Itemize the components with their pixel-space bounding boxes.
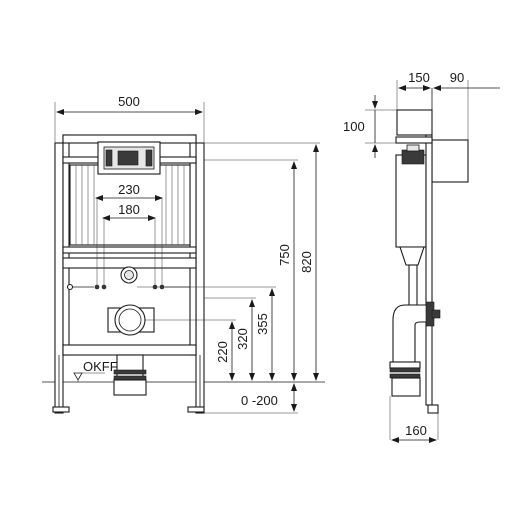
flush-left-clip	[105, 149, 113, 167]
side-view	[365, 80, 469, 440]
dim-adjust-label: 0 -200	[241, 393, 278, 408]
side-dimensions: 150 90 100 160	[343, 70, 500, 443]
side-cistern	[395, 154, 427, 248]
dim-90-label: 90	[450, 70, 464, 85]
side-flush-pipe	[408, 264, 418, 306]
drain-outlet	[114, 304, 146, 336]
flush-right-clip	[145, 149, 153, 167]
side-drain-rings	[389, 361, 421, 379]
side-top-block	[396, 109, 433, 136]
okff-marker	[73, 372, 83, 381]
side-frame-rail	[425, 134, 433, 406]
side-funnel	[399, 246, 425, 266]
okff-label: OKFF	[83, 359, 118, 374]
frame-right-inner-post	[189, 134, 197, 356]
front-view	[42, 102, 325, 414]
frame-bottom-rail	[62, 344, 197, 356]
frame-left-inner-post	[62, 134, 70, 356]
dim-150-label: 150	[408, 70, 430, 85]
side-top-panel	[431, 139, 469, 183]
side-bracket-top	[395, 136, 433, 144]
dim-100-label: 100	[343, 119, 365, 134]
water-supply-fitting-inner	[124, 270, 134, 280]
dim-160-label: 160	[405, 423, 427, 438]
dim-820-label: 820	[299, 251, 314, 273]
cistern-ribs	[75, 165, 185, 245]
dim-320-label: 320	[235, 328, 250, 350]
drain-outlet-inner	[118, 308, 142, 332]
side-drain-collar	[431, 309, 441, 319]
side-foot	[427, 404, 439, 414]
cistern-body	[69, 164, 191, 246]
dim-750-label: 750	[277, 244, 292, 266]
drain-pipe-end	[113, 379, 147, 396]
dim-230-label: 230	[118, 182, 140, 197]
front-dimensions: 500 230 180 820 750 355 320 220 0 -200	[56, 94, 319, 412]
side-drain-bend	[392, 304, 428, 363]
dim-180-label: 180	[118, 202, 140, 217]
foot-right	[187, 406, 205, 413]
flush-mechanism-center	[117, 150, 139, 166]
frame-lower-cross-rail	[62, 246, 197, 254]
side-flush-valve	[401, 149, 425, 165]
dim-width-label: 500	[118, 94, 140, 109]
side-drain-end	[391, 377, 421, 397]
side-valve-top	[406, 144, 420, 152]
foot-left	[52, 406, 70, 413]
dim-220-label: 220	[215, 341, 230, 363]
dim-355-label: 355	[255, 313, 270, 335]
